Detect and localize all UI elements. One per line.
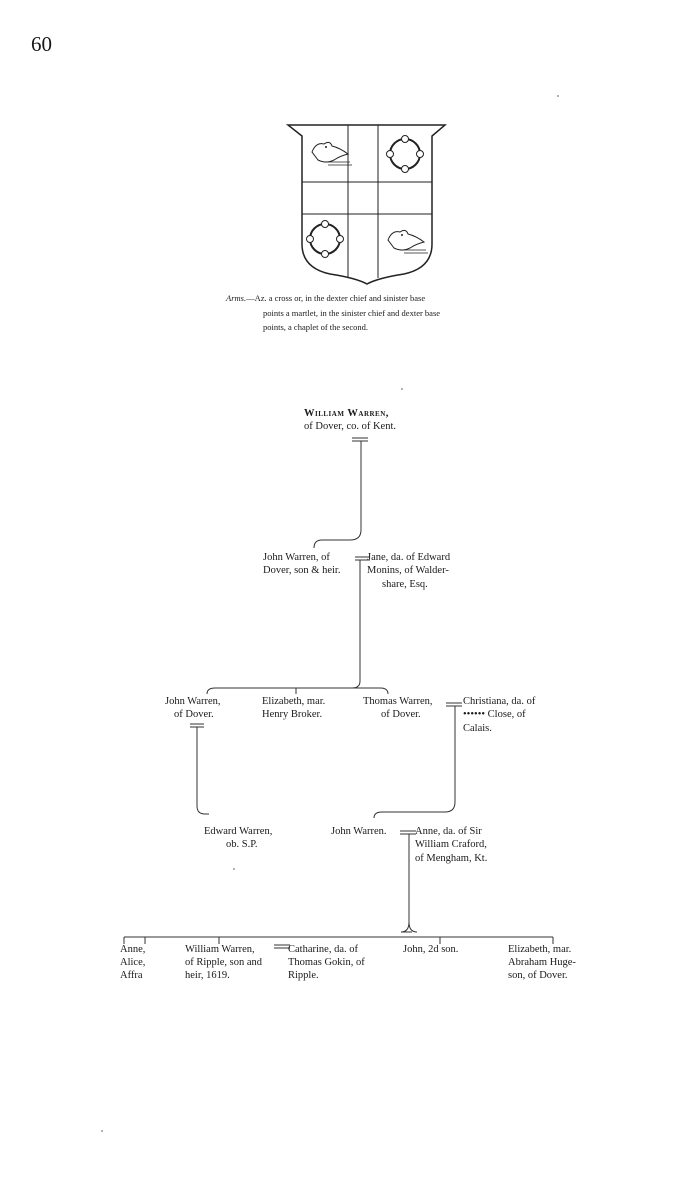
page-speck [557, 95, 559, 97]
page-number: 60 [31, 32, 52, 56]
daughters-line-3: Affra [120, 970, 143, 981]
page-speck [101, 1130, 103, 1132]
catharine-line-1: Catharine, da. of [288, 944, 358, 955]
arms-label: Arms. [226, 293, 247, 303]
coat-of-arms-shield [286, 124, 448, 285]
william-warren-2-line-3: heir, 1619. [185, 970, 230, 981]
william-warren-2-line-1: William Warren, [185, 944, 255, 955]
william-warren-place: of Dover, co. of Kent. [304, 421, 397, 432]
page-speck [233, 868, 235, 870]
daughters-line-1: Anne, [120, 944, 146, 955]
william-warren-name: William Warren, [304, 408, 389, 419]
arms-line-1: —Az. a cross or, in the dexter chief and… [246, 293, 426, 303]
elizabeth-2-line-1: Elizabeth, mar. [508, 944, 572, 955]
jane-line-1: Jane, da. of Edward [367, 552, 451, 563]
edward-warren-line-1: Edward Warren, [204, 826, 273, 837]
elizabeth-1-line-2: Henry Broker. [262, 709, 323, 720]
chaplet-icon [386, 135, 424, 173]
john-warren-1-line-1: John Warren, of [263, 552, 330, 563]
jane-line-3: share, Esq. [382, 579, 428, 590]
john-warren-1-line-2: Dover, son & heir. [263, 565, 341, 576]
page-speck [401, 388, 403, 390]
daughters-line-2: Alice, [120, 957, 146, 968]
anne-craford-line-2: William Craford, [415, 839, 487, 850]
catharine-line-2: Thomas Gokin, of [288, 957, 365, 968]
john-warren-2-line-1: John Warren, [165, 696, 221, 707]
thomas-warren-line-2: of Dover. [381, 709, 421, 720]
martlet-icon [311, 141, 352, 166]
edward-warren-line-2: ob. S.P. [226, 839, 258, 850]
anne-craford-line-1: Anne, da. of Sir [415, 826, 482, 837]
elizabeth-2-line-3: son, of Dover. [508, 970, 568, 981]
john-warren-2-line-2: of Dover. [174, 709, 214, 720]
arms-line-3: points, a chaplet of the second. [263, 322, 369, 332]
elizabeth-1-line-1: Elizabeth, mar. [262, 696, 326, 707]
elizabeth-2-line-2: Abraham Huge- [508, 957, 576, 968]
arms-line-2: points a martlet, in the sinister chief … [263, 308, 441, 318]
anne-craford-line-3: of Mengham, Kt. [415, 853, 488, 864]
thomas-warren-line-1: Thomas Warren, [363, 696, 433, 707]
jane-line-2: Monins, of Walder- [367, 565, 449, 576]
william-warren-2-line-2: of Ripple, son and [185, 957, 262, 968]
arms-caption: Arms.—Az. a cross or, in the dexter chie… [226, 292, 425, 304]
john-warren-3-line-1: John Warren. [331, 826, 387, 837]
christiana-line-2: •••••• Close, of [463, 709, 526, 720]
martlet-icon [387, 229, 428, 254]
christiana-line-1: Christiana, da. of [463, 696, 536, 707]
chaplet-icon [306, 220, 344, 258]
catharine-line-3: Ripple. [288, 970, 319, 981]
christiana-line-3: Calais. [463, 723, 492, 734]
john-2d-son: John, 2d son. [403, 944, 459, 955]
